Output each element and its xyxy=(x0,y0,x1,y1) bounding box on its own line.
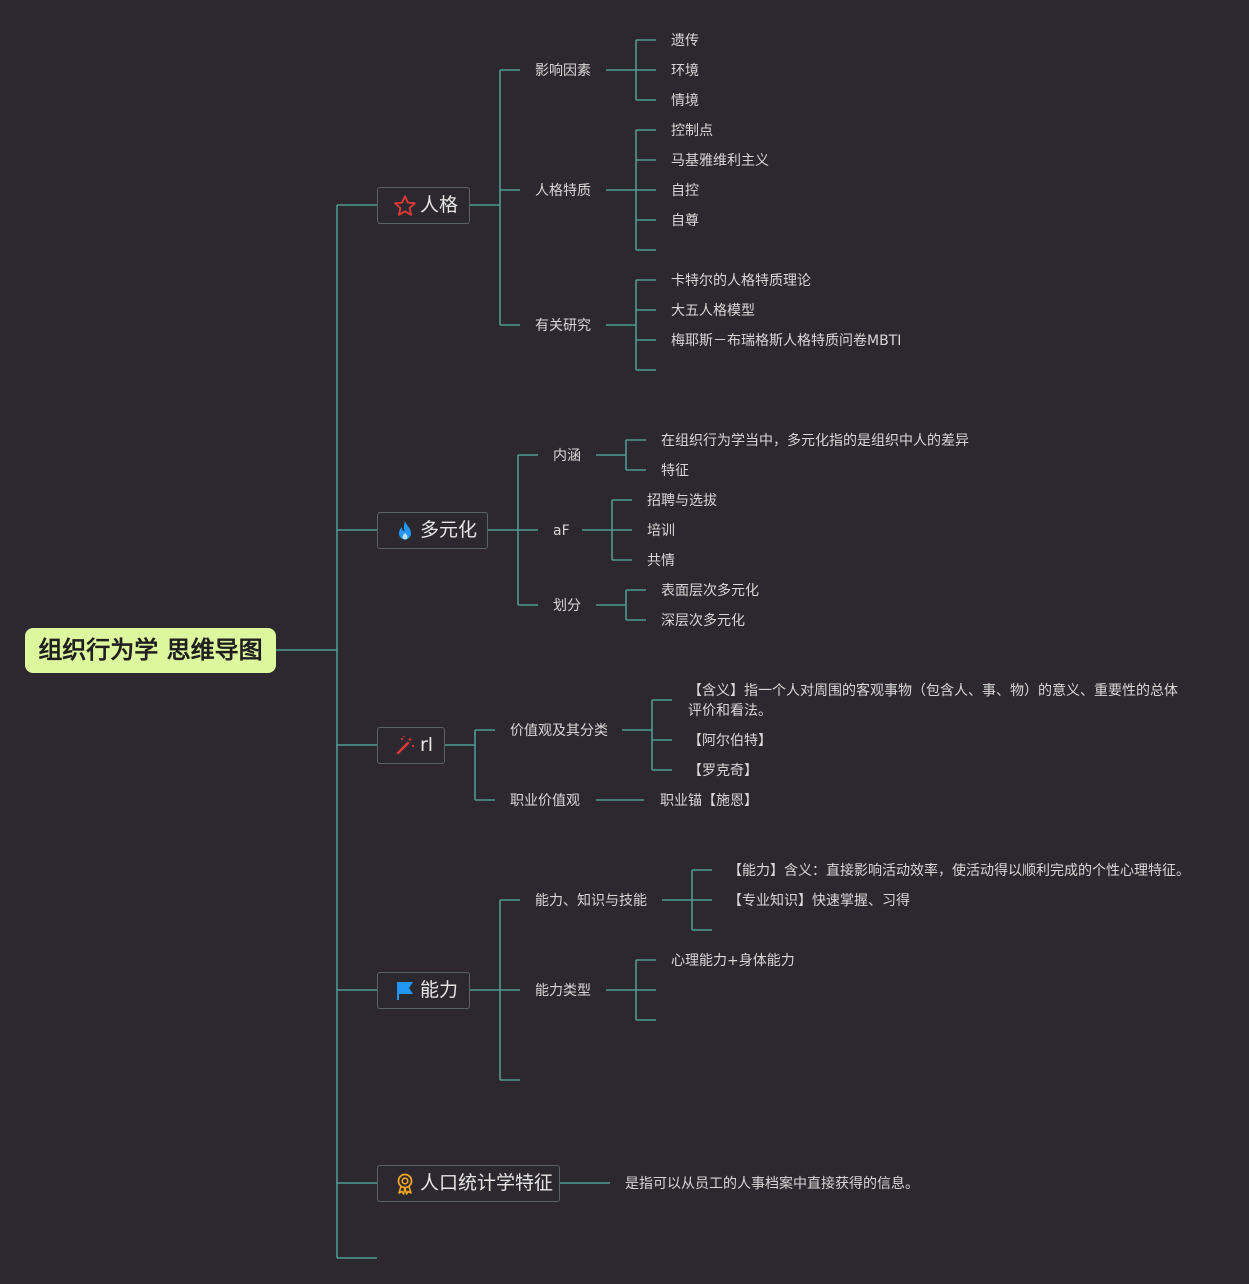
leaf-item[interactable]: 表面层次多元化 xyxy=(661,583,759,599)
subtopic-division[interactable]: 划分 xyxy=(553,598,581,614)
leaf-item[interactable]: 是指可以从员工的人事档案中直接获得的信息。 xyxy=(625,1176,919,1192)
subtopic-types[interactable]: 能力类型 xyxy=(535,983,591,999)
branch-label: rl xyxy=(420,734,434,756)
leaf-item[interactable]: 情境 xyxy=(671,93,699,109)
leaf-item[interactable]: 共情 xyxy=(647,553,675,569)
branch-diversity[interactable]: 多元化 xyxy=(377,512,488,549)
branch-ability[interactable]: 能力 xyxy=(377,972,470,1009)
branch-personality[interactable]: 人格 xyxy=(377,187,470,224)
branch-label: 人口统计学特征 xyxy=(420,1172,554,1194)
leaf-item[interactable]: 在组织行为学当中，多元化指的是组织中人的差异 xyxy=(661,433,969,449)
subtopic-classification[interactable]: 价值观及其分类 xyxy=(510,723,608,739)
subtopic-influence[interactable]: 影响因素 xyxy=(535,63,591,79)
leaf-item[interactable]: 梅耶斯－布瑞格斯人格特质问卷MBTI xyxy=(671,333,902,349)
subtopic-af[interactable]: aF xyxy=(553,523,570,539)
leaf-item[interactable]: 深层次多元化 xyxy=(661,613,745,629)
leaf-item[interactable]: 培训 xyxy=(647,523,675,539)
leaf-item[interactable]: 【罗克奇】 xyxy=(688,763,758,779)
branch-label: 能力 xyxy=(420,979,459,1001)
leaf-item[interactable]: 职业锚【施恩】 xyxy=(660,793,758,809)
subtopic-knowledge[interactable]: 能力、知识与技能 xyxy=(535,893,647,909)
leaf-item[interactable]: 遗传 xyxy=(671,33,699,49)
leaf-item[interactable]: 【专业知识】快速掌握、习得 xyxy=(728,893,910,909)
leaf-item[interactable]: 卡特尔的人格特质理论 xyxy=(671,273,811,289)
leaf-item[interactable]: 环境 xyxy=(671,63,699,79)
branch-label: 多元化 xyxy=(420,519,478,541)
leaf-item[interactable]: 自尊 xyxy=(671,213,699,229)
branch-demographics[interactable]: 人口统计学特征 xyxy=(377,1165,560,1202)
leaf-item[interactable]: 【能力】含义：直接影响活动效率，使活动得以顺利完成的个性心理特征。 xyxy=(728,863,1190,879)
magic-wand-icon xyxy=(396,735,415,755)
subtopic-career[interactable]: 职业价值观 xyxy=(510,793,580,809)
subtopic-traits[interactable]: 人格特质 xyxy=(535,183,591,199)
leaf-item[interactable]: 招聘与选拔 xyxy=(647,493,717,509)
branch-label: 人格 xyxy=(420,194,459,216)
flame-icon xyxy=(399,521,411,540)
leaf-item[interactable]: 【阿尔伯特】 xyxy=(688,733,772,749)
leaf-item[interactable]: 心理能力+身体能力 xyxy=(671,953,795,969)
leaf-item[interactable]: 特征 xyxy=(661,463,689,479)
root-node[interactable]: 组织行为学 思维导图 xyxy=(25,628,276,673)
subtopic-meaning[interactable]: 内涵 xyxy=(553,448,581,464)
subtopic-research[interactable]: 有关研究 xyxy=(535,318,591,334)
leaf-item[interactable]: 自控 xyxy=(671,183,699,199)
award-icon xyxy=(397,1173,413,1195)
leaf-item[interactable]: 马基雅维利主义 xyxy=(671,153,769,169)
leaf-item[interactable]: 【含义】指一个人对周围的客观事物（包含人、事、物）的意义、重要性的总体评价和看法… xyxy=(688,683,1178,719)
flag-icon xyxy=(397,982,413,1000)
star-icon xyxy=(394,195,416,216)
leaf-item[interactable]: 控制点 xyxy=(671,123,713,139)
branch-values[interactable]: rl xyxy=(377,727,445,764)
leaf-item[interactable]: 大五人格模型 xyxy=(671,303,755,319)
